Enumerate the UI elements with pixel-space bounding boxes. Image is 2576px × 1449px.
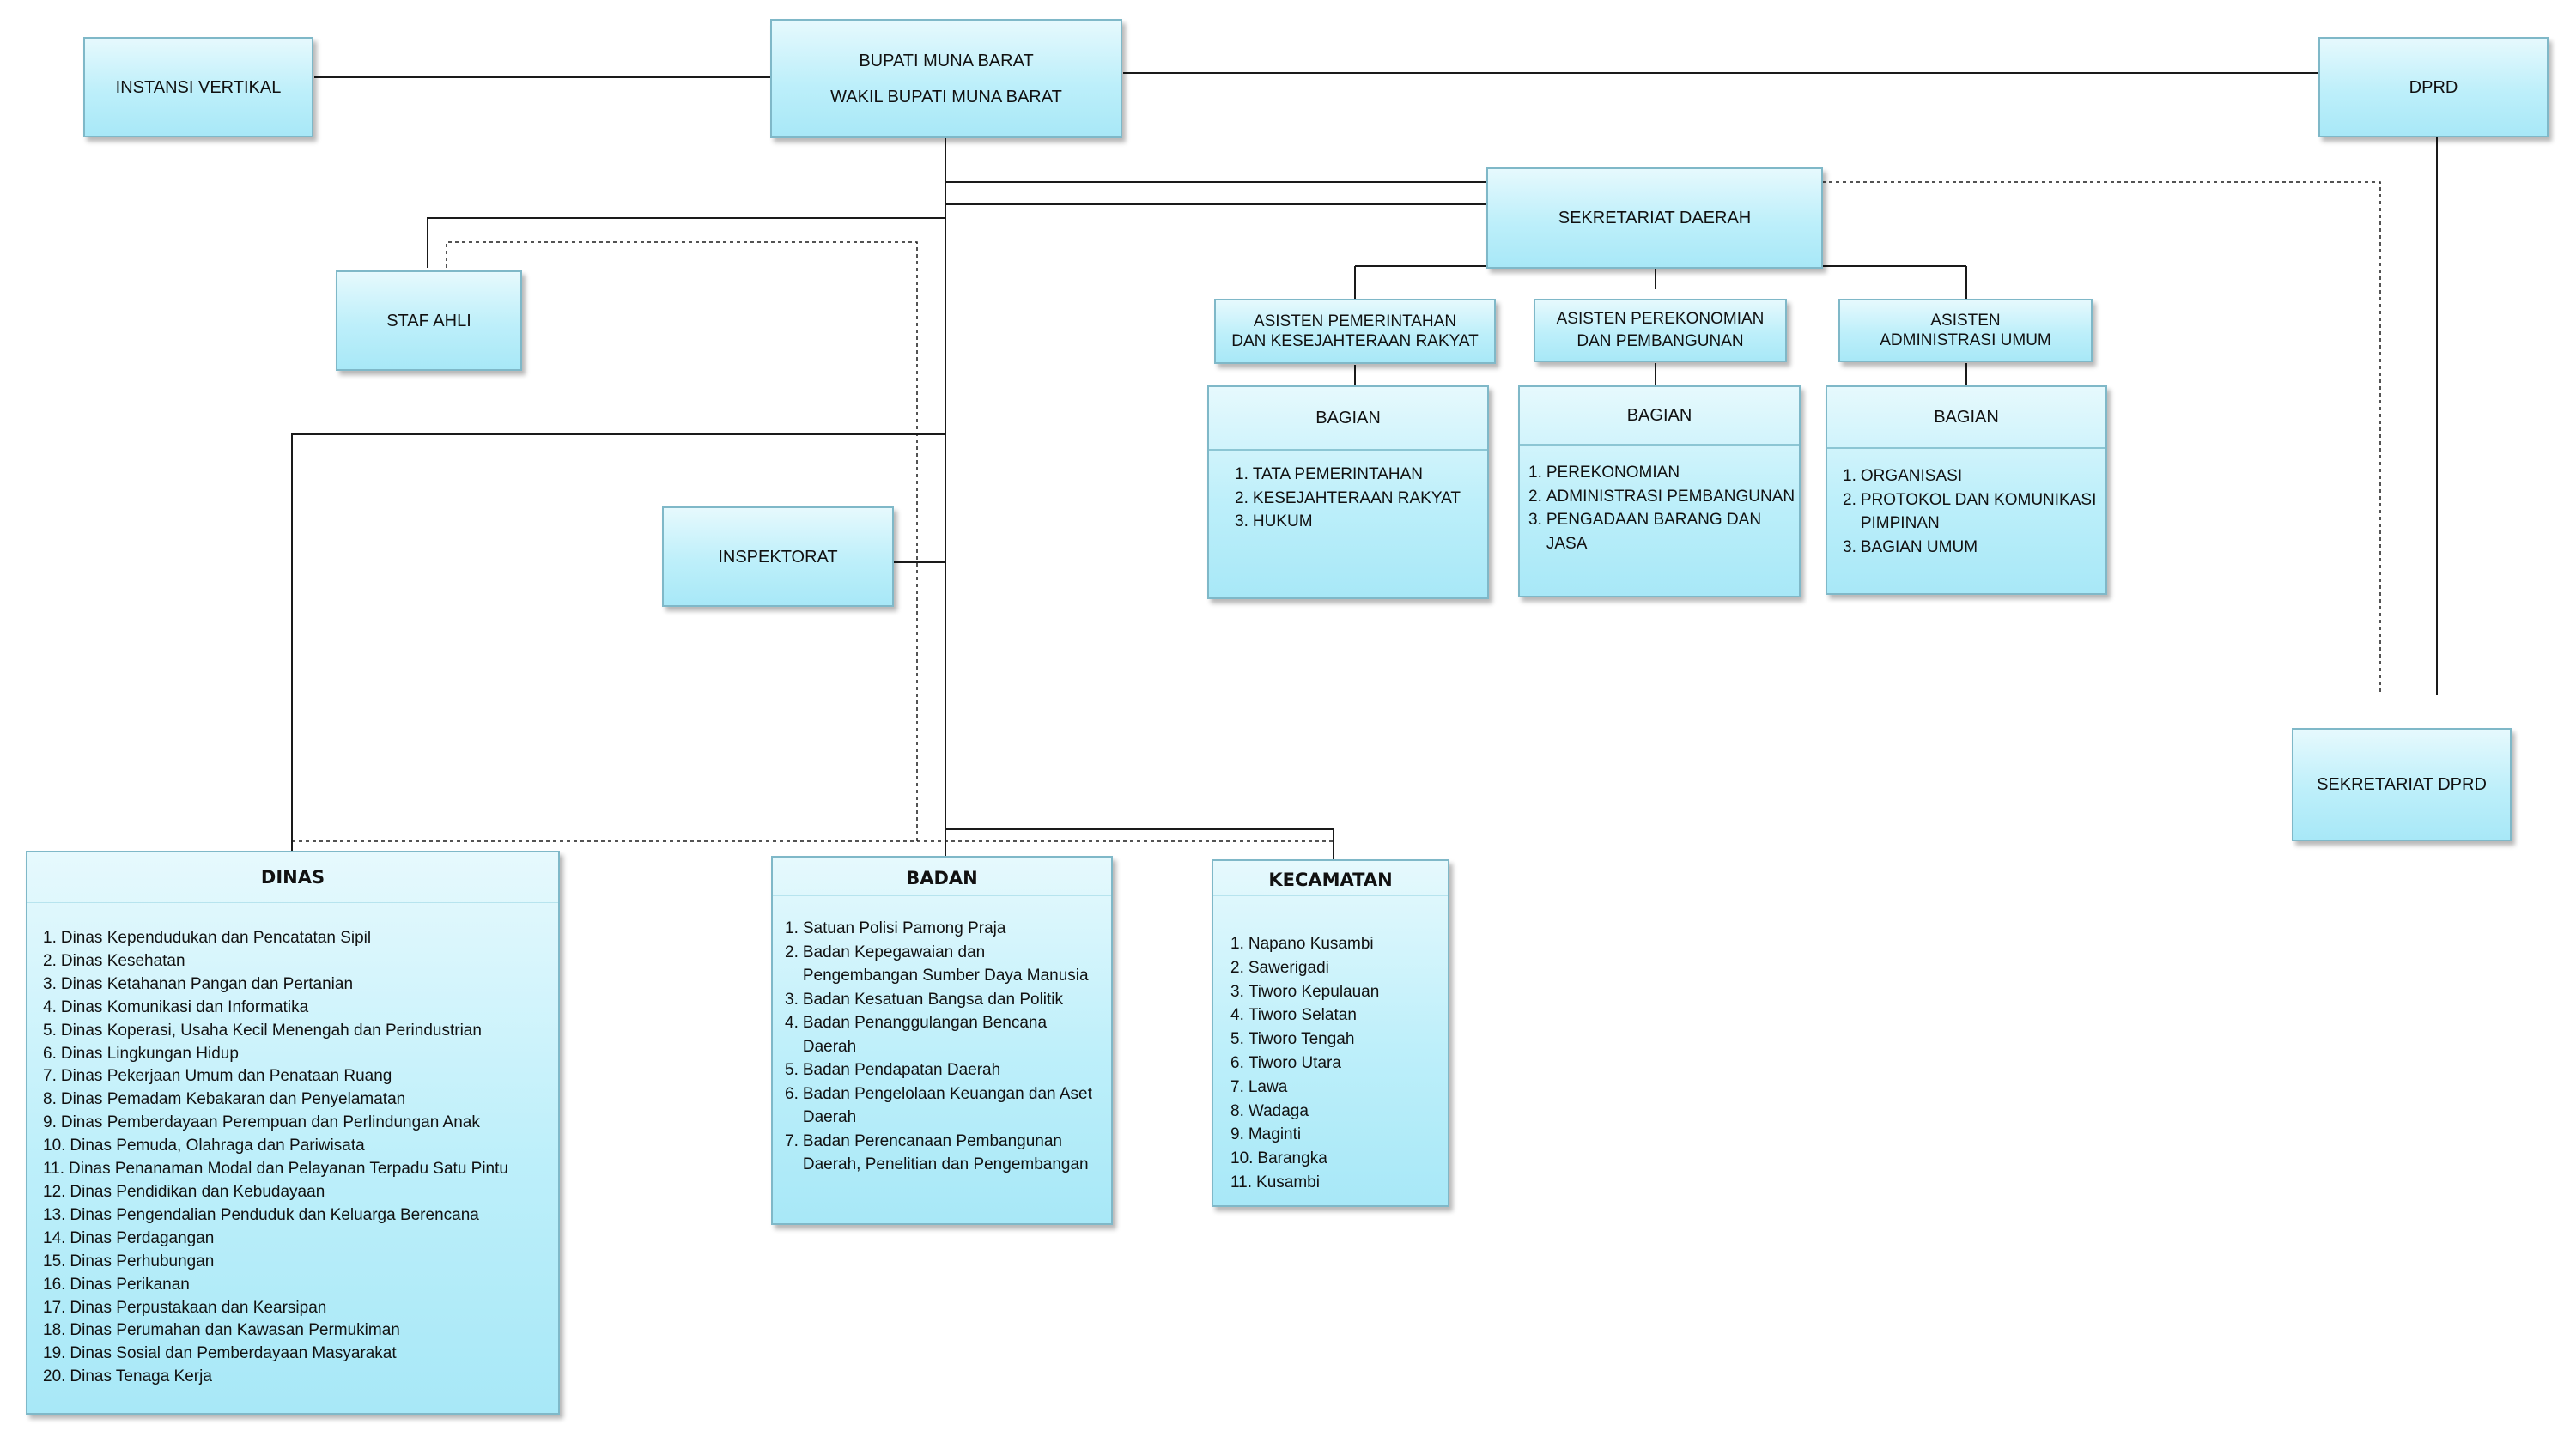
list-item: 2.KESEJAHTERAAN RAKYAT (1235, 488, 1461, 507)
asisten-administrasi-label: ASISTEN ADMINISTRASI UMUM (1880, 312, 2051, 349)
dinas-title: DINAS (27, 852, 558, 903)
list-item: 19.Dinas Sosial dan Pemberdayaan Masyara… (43, 1344, 397, 1363)
list-item: 7.Badan Perencanaan Pembangunan Daerah, … (785, 1131, 1089, 1174)
list-item: 6.Tiworo Utara (1230, 1053, 1341, 1072)
list-item: 6.Dinas Lingkungan Hidup (43, 1044, 239, 1063)
bagian-list: 1.ORGANISASI 2.PROTOKOL DAN KOMUNIKASI P… (1827, 449, 2105, 559)
bagian-box-perekonomian: BAGIAN 1.PEREKONOMIAN 2.ADMINISTRASI PEM… (1518, 385, 1801, 597)
badan-list: 1.Satuan Polisi Pamong Praja 2.Badan Kepe… (773, 896, 1111, 1177)
list-item: 9.Maginti (1230, 1125, 1302, 1144)
list-item: 6.Badan Pengelolaan Keuangan dan Aset Da… (785, 1084, 1092, 1127)
badan-title: BADAN (773, 858, 1111, 896)
list-item: 12.Dinas Pendidikan dan Kebudayaan (43, 1182, 325, 1201)
bupati-label: BUPATI MUNA BARAT (859, 51, 1034, 70)
bagian-list: 1.TATA PEMERINTAHAN 2.KESEJAHTERAAN RAKY… (1209, 451, 1487, 534)
line-to-kecamatan (945, 828, 1334, 862)
inspektorat-label: INSPEKTORAT (718, 547, 838, 567)
asisten-pemerintahan-label: ASISTEN PEMERINTAHAN DAN KESEJAHTERAAN R… (1231, 312, 1479, 350)
dinas-box: DINAS 1.Dinas Kependudukan dan Pencatata… (26, 851, 560, 1415)
bagian-box-pemerintahan: BAGIAN 1.TATA PEMERINTAHAN 2.KESEJAHTERA… (1207, 385, 1489, 599)
kecamatan-list: 1.Napano Kusambi 2.Sawerigadi 3.Tiworo Kep… (1213, 896, 1448, 1195)
list-item: 11.Kusambi (1230, 1173, 1320, 1191)
list-item: 3.PENGADAAN BARANG DAN JASA (1528, 511, 1762, 553)
wakil-bupati-label: WAKIL BUPATI MUNA BARAT (830, 87, 1062, 106)
bupati-box: BUPATI MUNA BARAT WAKIL BUPATI MUNA BARA… (770, 19, 1122, 138)
asisten-pemerintahan-box: ASISTEN PEMERINTAHAN DAN KESEJAHTERAAN R… (1214, 299, 1496, 364)
staf-ahli-box: STAF AHLI (336, 270, 522, 371)
bagian-box-administrasi: BAGIAN 1.ORGANISASI 2.PROTOKOL DAN KOMUN… (1826, 385, 2107, 595)
list-item: 1.PEREKONOMIAN (1528, 464, 1680, 482)
list-item: 10.Dinas Pemuda, Olahraga dan Pariwisata (43, 1137, 365, 1155)
list-item: 20.Dinas Tenaga Kerja (43, 1367, 212, 1386)
list-item: 3.HUKUM (1235, 512, 1313, 530)
bagian-label: BAGIAN (1315, 408, 1381, 427)
list-item: 3.BAGIAN UMUM (1843, 537, 1978, 556)
dprd-label: DPRD (2409, 77, 2458, 97)
dotted-staf-ahli (446, 241, 918, 841)
list-item: 7.Dinas Pekerjaan Umum dan Penataan Ruan… (43, 1067, 392, 1086)
list-item: 4.Dinas Komunikasi dan Informatika (43, 997, 309, 1016)
sekretariat-dprd-label: SEKRETARIAT DPRD (2317, 775, 2487, 794)
list-item: 18.Dinas Perumahan dan Kawasan Permukima… (43, 1321, 400, 1340)
list-item: 2.Badan Kepegawaian dan Pengembangan Sum… (785, 943, 1089, 985)
list-item: 5.Badan Pendapatan Daerah (785, 1061, 1001, 1079)
dprd-box: DPRD (2318, 37, 2549, 137)
list-item: 2.PROTOKOL DAN KOMUNIKASI PIMPINAN (1843, 490, 2097, 533)
instansi-vertikal-box: INSTANSI VERTIKAL (83, 37, 313, 137)
sekretariat-daerah-label: SEKRETARIAT DAERAH (1558, 209, 1752, 227)
list-item: 5.Dinas Koperasi, Usaha Kecil Menengah d… (43, 1021, 482, 1040)
list-item: 8.Dinas Pemadam Kebakaran dan Penyelamat… (43, 1090, 406, 1109)
list-item: 16.Dinas Perikanan (43, 1275, 190, 1294)
dotted-sekda-sekretariat-dprd (1822, 181, 2381, 695)
list-item: 4.Tiworo Selatan (1230, 1006, 1357, 1025)
list-item: 3.Tiworo Kepulauan (1230, 982, 1380, 1001)
list-item: 1.Satuan Polisi Pamong Praja (785, 919, 1006, 937)
dinas-list: 1.Dinas Kependudukan dan Pencatatan Sipi… (27, 903, 558, 1389)
instansi-vertikal-label: INSTANSI VERTIKAL (115, 77, 282, 97)
list-item: 9.Dinas Pemberdayaan Perempuan dan Perli… (43, 1113, 480, 1132)
line-to-dinas (291, 433, 945, 854)
list-item: 11.Dinas Penanaman Modal dan Pelayanan T… (43, 1160, 508, 1179)
bagian-header: BAGIAN (1209, 387, 1487, 451)
list-item: 17.Dinas Perpustakaan dan Kearsipan (43, 1298, 327, 1317)
list-item: 1.TATA PEMERINTAHAN (1235, 465, 1423, 483)
list-item: 3.Badan Kesatuan Bangsa dan Politik (785, 990, 1064, 1009)
list-item: 14.Dinas Perdagangan (43, 1228, 215, 1247)
asisten-administrasi-box: ASISTEN ADMINISTRASI UMUM (1838, 299, 2093, 362)
list-item: 2.Sawerigadi (1230, 958, 1329, 977)
inspektorat-box: INSPEKTORAT (662, 506, 894, 607)
sekretariat-dprd-box: SEKRETARIAT DPRD (2292, 728, 2512, 841)
bagian-header: BAGIAN (1520, 387, 1799, 446)
badan-box: BADAN 1.Satuan Polisi Pamong Praja 2.Bada… (771, 856, 1113, 1225)
list-item: 2.ADMINISTRASI PEMBANGUNAN (1528, 487, 1795, 506)
line-to-staf-ahli (427, 217, 945, 268)
kecamatan-title: KECAMATAN (1213, 861, 1448, 896)
asisten-perekonomian-label: ASISTEN PEREKONOMIAN DAN PEMBANGUNAN (1556, 310, 1765, 350)
list-item: 4.Badan Penanggulangan Bencana Daerah (785, 1014, 1048, 1056)
bagian-label: BAGIAN (1934, 407, 1999, 427)
list-item: 7.Lawa (1230, 1077, 1288, 1096)
list-item: 3.Dinas Ketahanan Pangan dan Pertanian (43, 974, 354, 993)
list-item: 8.Wadaga (1230, 1101, 1309, 1120)
kecamatan-box: KECAMATAN 1.Napano Kusambi 2.Sawerigadi 3.… (1212, 859, 1449, 1207)
sekretariat-daerah-box: SEKRETARIAT DAERAH (1486, 167, 1823, 269)
list-item: 13.Dinas Pengendalian Penduduk dan Kelua… (43, 1205, 479, 1224)
staf-ahli-label: STAF AHLI (386, 311, 471, 330)
list-item: 10.Barangka (1230, 1149, 1327, 1168)
list-item: 15.Dinas Perhubungan (43, 1252, 215, 1270)
bagian-header: BAGIAN (1827, 387, 2105, 449)
list-item: 1.Napano Kusambi (1230, 935, 1374, 953)
list-item: 5.Tiworo Tengah (1230, 1030, 1355, 1049)
bagian-label: BAGIAN (1626, 405, 1692, 425)
list-item: 1.ORGANISASI (1843, 467, 1963, 485)
list-item: 1.Dinas Kependudukan dan Pencatatan Sipi… (43, 929, 372, 947)
list-item: 2.Dinas Kesehatan (43, 951, 185, 970)
asisten-perekonomian-box: ASISTEN PEREKONOMIAN DAN PEMBANGUNAN (1534, 299, 1787, 362)
bagian-list: 1.PEREKONOMIAN 2.ADMINISTRASI PEMBANGUNA… (1520, 446, 1799, 555)
